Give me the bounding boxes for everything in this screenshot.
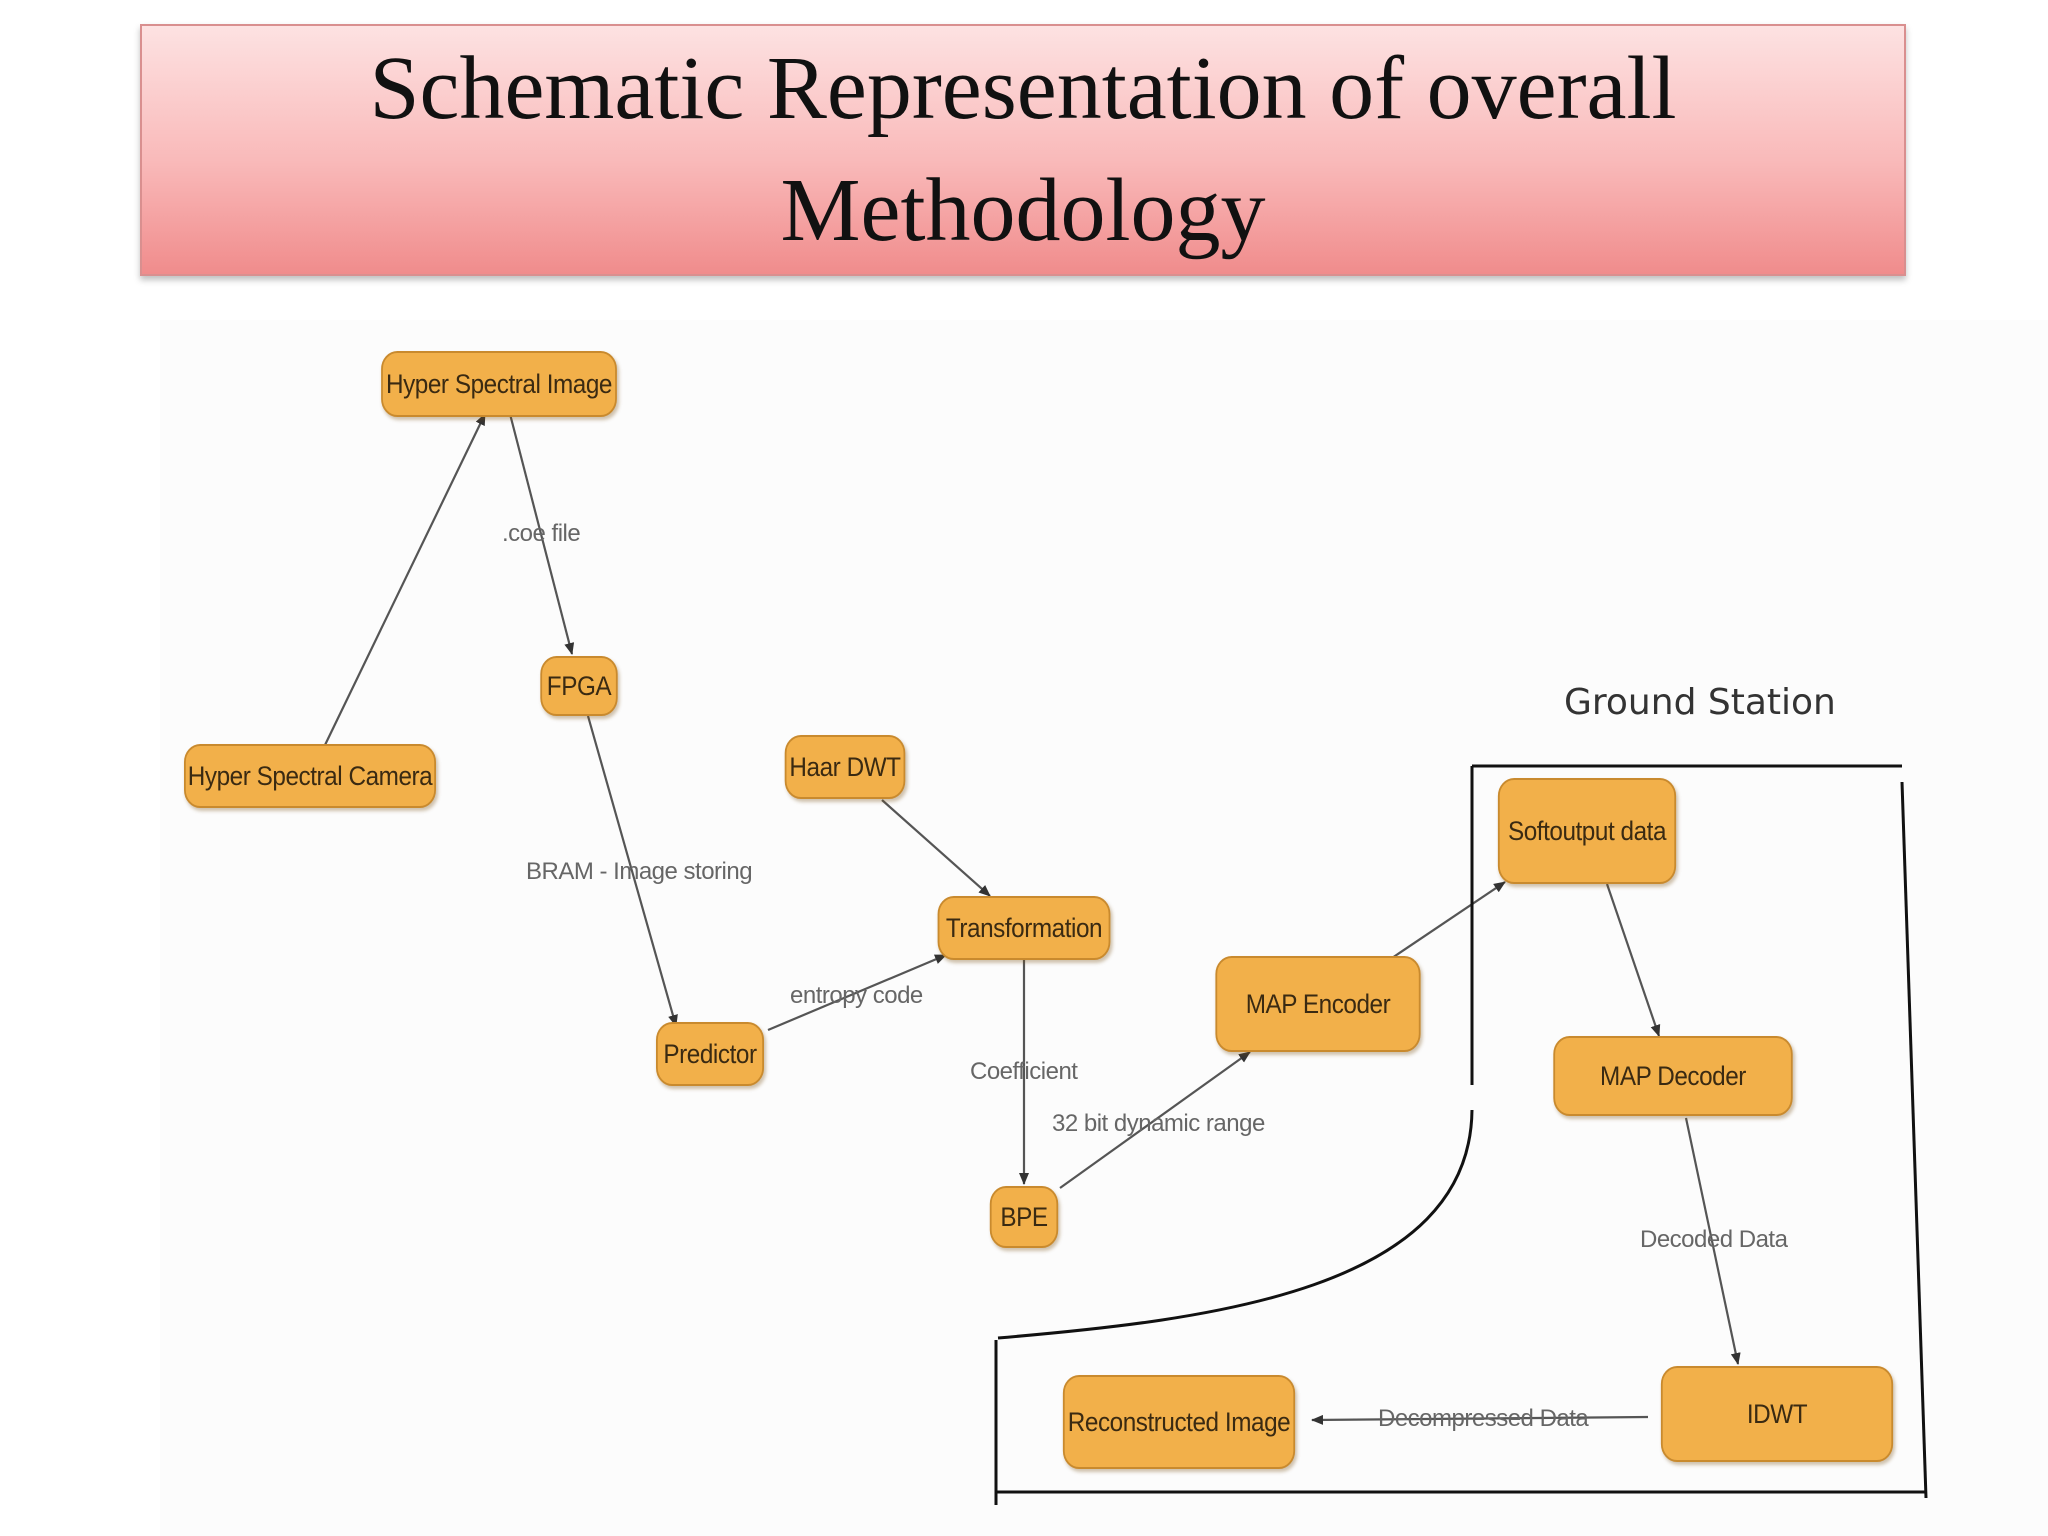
title-line-1: Schematic Representation of overall — [369, 39, 1677, 138]
title-line-2: Methodology — [780, 161, 1266, 260]
node-map-decoder: MAP Decoder — [1553, 1036, 1793, 1116]
node-softoutput-data: Softoutput data — [1497, 778, 1677, 884]
edge-label-bram: BRAM - Image storing — [526, 858, 753, 885]
node-fpga: FPGA — [540, 656, 618, 716]
edge-label-coe-file: .coe file — [502, 520, 581, 547]
node-idwt: IDWT — [1660, 1366, 1894, 1462]
edge-label-entropy-code: entropy code — [790, 982, 923, 1009]
edge-image-to-fpga — [508, 413, 575, 655]
edge-label-coefficient: Coefficient — [970, 1058, 1078, 1085]
ground-station-label: Ground Station — [1564, 682, 1836, 723]
ground-station-boundary — [994, 764, 1928, 1505]
edge-camera-to-image — [324, 413, 486, 746]
edge-predictor-to-transformation — [767, 953, 947, 1032]
edge-bpe-to-mapencoder — [1059, 1051, 1251, 1189]
node-hyper-spectral-camera: Hyper Spectral Camera — [184, 744, 436, 808]
edge-label-decoded-data: Decoded Data — [1640, 1226, 1788, 1253]
edge-haardwt-to-transformation — [881, 799, 991, 897]
node-hyper-spectral-image: Hyper Spectral Image — [381, 351, 617, 417]
edge-label-dynamic-range: 32 bit dynamic range — [1052, 1110, 1265, 1137]
edge-fpga-to-predictor — [586, 715, 678, 1027]
edge-label-decompressed-data: Decompressed Data — [1378, 1405, 1589, 1432]
title-banner: Schematic Representation of overall Meth… — [140, 24, 1906, 276]
node-haar-dwt: Haar DWT — [784, 735, 906, 799]
edge-mapencoder-to-softoutput — [1391, 881, 1506, 959]
node-bpe: BPE — [989, 1186, 1059, 1248]
edge-idwt-to-reconstructed — [1311, 1414, 1649, 1425]
node-reconstructed-image: Reconstructed Image — [1062, 1375, 1296, 1469]
edge-softoutput-to-mapdecoder — [1605, 883, 1661, 1037]
node-map-encoder: MAP Encoder — [1215, 956, 1421, 1052]
edge-mapdecoder-to-idwt — [1684, 1117, 1741, 1365]
node-transformation: Transformation — [937, 896, 1111, 960]
node-predictor: Predictor — [656, 1022, 764, 1086]
